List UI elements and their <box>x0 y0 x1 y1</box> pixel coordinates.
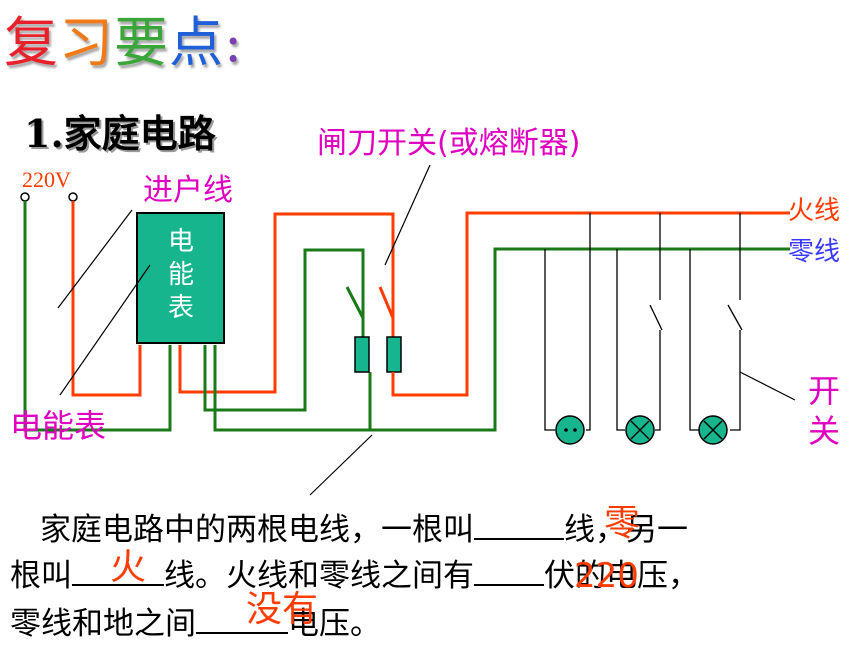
switch-fuse-label: 闸刀开关(或熔断器) <box>317 126 580 161</box>
section-heading: 1.家庭电路 <box>24 111 216 156</box>
answer-2: 火 <box>110 547 147 588</box>
lamp-2 <box>625 415 655 445</box>
live-to-mains <box>391 211 790 397</box>
text-line-1: 家庭电路中的两根电线，一根叫 线，另一 <box>40 504 688 549</box>
switch-label-char-2: 关 <box>808 412 840 450</box>
blank-2 <box>72 558 164 586</box>
live-wire-label: 火线 <box>788 196 840 226</box>
neutral-service-wire <box>23 201 172 432</box>
blank-1 <box>474 512 564 540</box>
switch-blade-neutral <box>345 286 365 319</box>
title-char: : <box>224 11 244 74</box>
text-segment: 家庭电路中的两根电线，一根叫 <box>40 512 474 548</box>
title-char: 要 <box>114 11 169 74</box>
blank-3 <box>474 558 544 586</box>
answer-4: 没有 <box>246 589 319 630</box>
text-line-2: 根叫 线。火线和零线之间有 伏的电压， <box>10 550 699 595</box>
meter-box <box>136 212 225 344</box>
meter-box-char-3: 表 <box>168 293 194 323</box>
circuit-diagram: 220V 进户线 闸刀开关(或熔断器) 电 能 表 电能表 火线 零线 开 关 <box>10 126 840 496</box>
blank-4 <box>196 606 288 634</box>
text-segment: 线。火线和零线之间有 <box>164 558 474 594</box>
live-service-wire <box>71 201 142 397</box>
lamp-1 <box>555 415 585 445</box>
neutral-wire-label: 零线 <box>788 237 840 267</box>
text-segment: 电压。 <box>288 606 381 642</box>
text-segment: 根叫 <box>10 558 72 594</box>
answer-3: 220 <box>574 556 639 596</box>
meter-label: 电能表 <box>10 407 106 445</box>
fuse-live <box>386 336 402 373</box>
title-char: 习 <box>59 11 114 74</box>
text-segment: 零线和地之间 <box>10 606 196 642</box>
neutral-meter-out-2 <box>213 345 372 432</box>
neutral-meter-out <box>203 248 365 412</box>
text-line-3: 零线和地之间 电压。 <box>10 598 381 643</box>
fuse-neutral <box>354 336 370 373</box>
live-meter-out <box>178 212 395 394</box>
leader-lines <box>57 164 796 496</box>
title-char: 复 <box>4 11 59 74</box>
page-title: 复习要点: <box>4 0 243 77</box>
answer-1: 零 <box>604 503 641 544</box>
terminal-right <box>68 192 78 202</box>
switch-blade-live <box>378 286 395 319</box>
text-segment: 伏的电压， <box>544 558 699 594</box>
terminal-left <box>20 192 30 202</box>
title-char: 点 <box>169 11 224 74</box>
service-line-label: 进户线 <box>143 173 233 208</box>
lamp-3 <box>698 415 728 445</box>
text-segment: 线，另一 <box>564 512 688 548</box>
meter-box-char-1: 电 <box>168 227 194 257</box>
meter-box-char-2: 能 <box>168 260 194 290</box>
switch-label-char-1: 开 <box>808 372 840 410</box>
voltage-label: 220V <box>22 167 71 192</box>
branch-circuits <box>544 213 743 431</box>
neutral-to-mains <box>370 247 790 432</box>
